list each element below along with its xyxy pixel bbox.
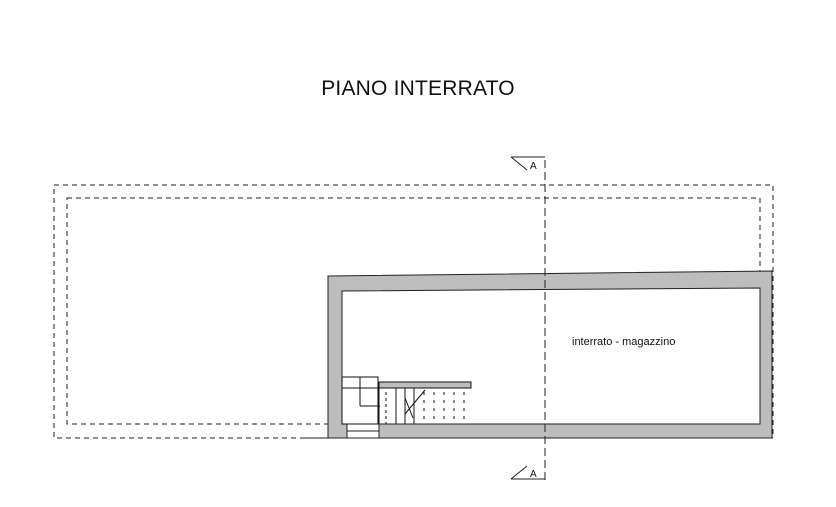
room-label: interrato - magazzino (572, 336, 676, 348)
section-label-bottom: A (530, 469, 537, 480)
section-label-top: A (530, 161, 537, 172)
plan-title: PIANO INTERRATO (321, 77, 515, 100)
staircase (341, 376, 472, 425)
basement-walls (327, 270, 773, 439)
section-marker-top (510, 156, 545, 171)
section-marker-bottom (510, 465, 545, 480)
